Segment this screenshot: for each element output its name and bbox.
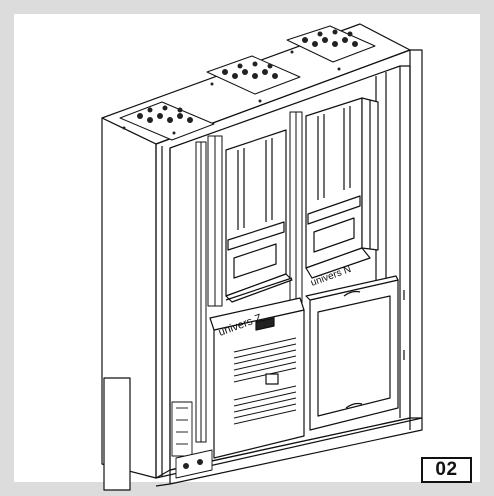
terminal-blocks: [171, 401, 213, 479]
meter-module-left: [225, 129, 293, 303]
side-label-plate: [103, 377, 131, 491]
figure-number-badge: 02: [421, 457, 472, 483]
breaker-enclosure-left: [209, 297, 305, 459]
figure-number: 02: [435, 459, 458, 480]
blank-cover-right: [305, 275, 405, 431]
vertical-rails: [195, 111, 303, 443]
cable-entry-plates: [119, 25, 376, 141]
meter-module-right: [305, 97, 379, 279]
